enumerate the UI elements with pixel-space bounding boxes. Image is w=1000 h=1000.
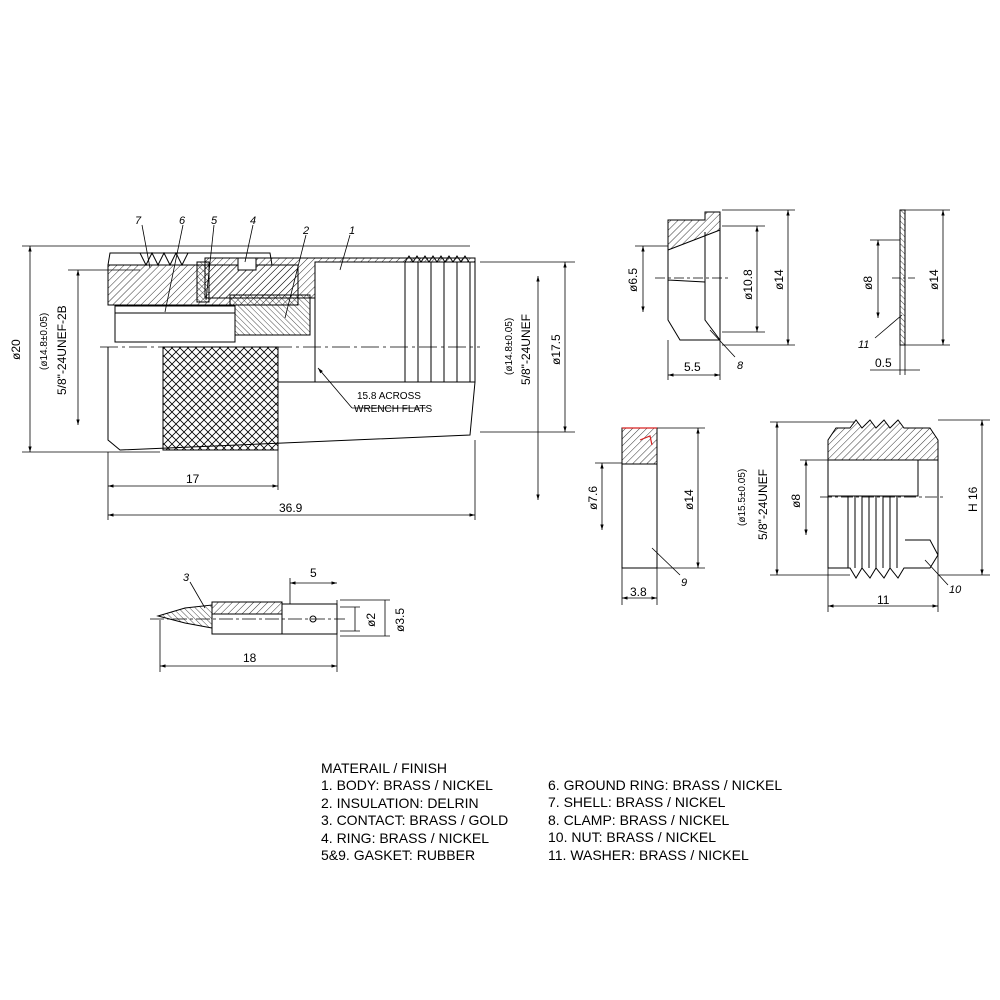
center-contact xyxy=(114,305,236,343)
dim-nut-thread-tol: (ø15.5±0.05) xyxy=(737,469,748,526)
dim-h16: H 16 xyxy=(966,486,980,512)
clamp-hatched xyxy=(667,211,721,251)
clamp-labels: ø6.5 ø10.8 ø14 5.5 8 xyxy=(626,268,786,374)
dim-d8-nut: ø8 xyxy=(789,494,803,508)
gasket-view xyxy=(595,427,705,605)
material-item: 2. INSULATION: DELRIN xyxy=(321,794,479,811)
body-inner xyxy=(314,261,476,383)
dim-right-thread-tol: (ø14.8±0.05) xyxy=(504,318,515,375)
main-balloons: 7 6 5 4 2 1 xyxy=(135,215,355,237)
washer-body xyxy=(899,209,906,346)
balloon-1: 1 xyxy=(349,225,355,237)
nut-inner xyxy=(828,460,939,568)
material-item: 1. BODY: BRASS / NICKEL xyxy=(321,777,493,794)
dim-d7-6: ø7.6 xyxy=(586,486,600,510)
material-item: 6. GROUND RING: BRASS / NICKEL xyxy=(548,777,783,793)
dim-0-5: 0.5 xyxy=(875,356,892,370)
dim-left-thread: 5/8"-24UNEF-2B xyxy=(55,305,69,395)
dim-d10-8: ø10.8 xyxy=(741,269,755,300)
dim-3-8: 3.8 xyxy=(630,585,647,599)
main-dims: ø20 (ø14.8±0.05) 5/8"-24UNEF-2B (ø14.8±0… xyxy=(9,305,563,515)
body-thread xyxy=(404,262,471,382)
washer-view xyxy=(870,209,950,375)
material-item: 5&9. GASKET: RUBBER xyxy=(321,847,476,864)
dim-nut-thread: 5/8"-24UNEF xyxy=(756,469,770,540)
dim-5-5: 5.5 xyxy=(684,360,701,374)
shell-thread xyxy=(139,251,189,267)
balloon-6: 6 xyxy=(179,215,186,227)
material-item: 11. WASHER: BRASS / NICKEL xyxy=(548,846,749,863)
knurl-grip xyxy=(162,346,279,451)
dim-d6-5: ø6.5 xyxy=(626,268,640,292)
dim-36-9: 36.9 xyxy=(279,501,303,515)
dim-d2: ø2 xyxy=(364,613,378,627)
dim-d14-gasket: ø14 xyxy=(682,489,696,510)
leader-lines xyxy=(141,224,426,409)
gasket-hatched xyxy=(621,427,658,465)
dim-left-thread-tol: (ø14.8±0.05) xyxy=(39,313,50,370)
gasket-body xyxy=(621,463,658,569)
balloon-5: 5 xyxy=(211,215,218,227)
main-connector-view xyxy=(22,224,575,520)
dim-d8-washer: ø8 xyxy=(861,276,875,290)
nut-labels: (ø15.5±0.05) 5/8"-24UNEF ø8 H 16 11 10 xyxy=(737,469,980,607)
nut-body xyxy=(827,460,939,579)
balloon-3: 3 xyxy=(183,572,190,584)
contact-view xyxy=(150,578,390,672)
contact-dims xyxy=(159,578,390,672)
washer-dims xyxy=(870,209,950,375)
balloon-11: 11 xyxy=(858,339,869,351)
ring xyxy=(237,257,257,271)
material-item: 4. RING: BRASS / NICKEL xyxy=(321,829,490,846)
balloon-10: 10 xyxy=(949,584,962,596)
balloon-2: 2 xyxy=(302,225,309,237)
dim-right-thread: 5/8"-24UNEF xyxy=(519,314,533,385)
contact-body xyxy=(211,601,283,615)
body-thread-top xyxy=(404,255,470,263)
balloon-7: 7 xyxy=(135,215,142,227)
nut-top-hatched xyxy=(827,419,939,461)
dim-d14-clamp: ø14 xyxy=(772,269,786,290)
note-wrench-1: 15.8 ACROSS xyxy=(357,391,421,402)
dim-d20: ø20 xyxy=(9,339,23,360)
clamp-dims xyxy=(635,209,795,380)
balloon-8: 8 xyxy=(737,360,744,372)
dim-11: 11 xyxy=(877,593,890,607)
gasket-accent xyxy=(622,427,657,446)
material-item: 7. SHELL: BRASS / NICKEL xyxy=(548,794,726,811)
dim-d3-5: ø3.5 xyxy=(393,608,407,632)
material-item: 3. CONTACT: BRASS / GOLD xyxy=(321,812,509,829)
material-item: 8. CLAMP: BRASS / NICKEL xyxy=(548,811,730,828)
gasket-labels: ø7.6 ø14 3.8 9 xyxy=(586,486,696,599)
materials-title-block: MATERAIL / FINISH 1. BODY: BRASS / NICKE… xyxy=(321,760,508,864)
dim-17: 17 xyxy=(186,472,200,486)
lower-outline xyxy=(107,347,476,451)
gasket-dims xyxy=(595,427,705,605)
note-wrench-2: WRENCH FLATS xyxy=(354,404,432,415)
dim-18: 18 xyxy=(243,651,257,665)
clamp-outline xyxy=(667,220,721,341)
contact-tip xyxy=(156,604,213,629)
dimension-lines xyxy=(22,245,575,520)
nut-dims xyxy=(770,419,990,612)
nut-view xyxy=(770,419,990,612)
insulation xyxy=(229,294,311,336)
dim-d17-5: ø17.5 xyxy=(549,334,563,365)
balloon-9: 9 xyxy=(681,577,687,589)
materials-column-2: 6. GROUND RING: BRASS / NICKEL 7. SHELL:… xyxy=(548,777,782,864)
dim-d14-washer: ø14 xyxy=(927,269,941,290)
clamp-view xyxy=(635,209,795,380)
dim-5: 5 xyxy=(310,566,317,580)
gasket xyxy=(196,261,210,303)
washer-labels: ø8 ø14 0.5 11 xyxy=(858,269,941,370)
balloon-4: 4 xyxy=(250,215,256,227)
contact-labels: 3 5 ø2 ø3.5 18 xyxy=(183,566,407,665)
material-item: 10. NUT: BRASS / NICKEL xyxy=(548,829,717,846)
materials-title: MATERAIL / FINISH xyxy=(321,760,448,776)
